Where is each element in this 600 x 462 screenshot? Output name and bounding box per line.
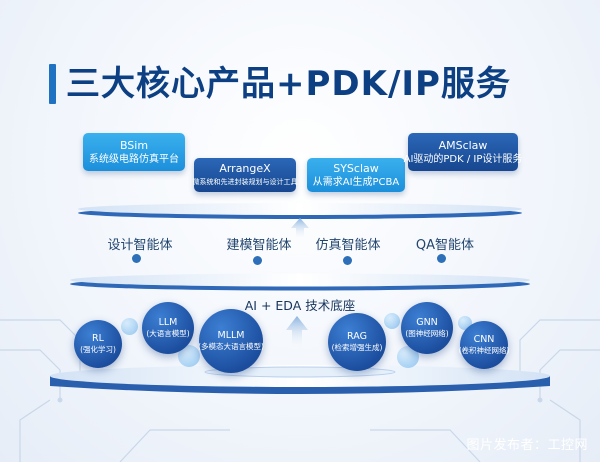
- decor-bubble: [121, 318, 138, 335]
- product-box-amsclaw: AMSclaw AI驱动的PDK / IP设计服务: [404, 133, 522, 171]
- product-box-arrangex: ArrangeX 微系统和先进封装规划与设计工具: [192, 158, 298, 192]
- agent-label-modeling: 建模智能体: [226, 238, 292, 253]
- model-name: RAG: [347, 331, 367, 342]
- product-name: BSim: [119, 138, 149, 152]
- product-desc: 微系统和先进封装规划与设计工具: [192, 177, 298, 186]
- decor-bubble: [384, 313, 400, 329]
- product-name: SYSclaw: [333, 161, 379, 175]
- up-arrow-icon: [291, 218, 309, 240]
- agent-dot: [132, 254, 141, 263]
- model-desc: (大语言模型): [146, 329, 190, 338]
- product-name: AMSclaw: [438, 138, 488, 152]
- model-circle-mllm: MLLM (多模态大语言模型): [198, 309, 264, 373]
- title-accent-bar: [49, 64, 56, 104]
- agent-dot: [253, 256, 262, 265]
- model-name: LLM: [158, 317, 178, 328]
- model-name: RL: [92, 333, 104, 344]
- product-box-sysclaw: SYSclaw 从需求AI生成PCBA: [307, 158, 405, 192]
- up-arrow-icon: [286, 316, 308, 350]
- model-circle-rl: RL (强化学习): [74, 320, 122, 368]
- decor-bubble: [178, 345, 200, 367]
- product-desc: 系统级电路仿真平台: [89, 153, 179, 165]
- model-desc: (卷积神经网络): [458, 346, 510, 355]
- product-desc: AI驱动的PDK / IP设计服务: [403, 153, 523, 165]
- model-name: CNN: [473, 334, 495, 345]
- product-name: ArrangeX: [219, 161, 271, 175]
- agent-platform: [70, 273, 530, 291]
- model-circle-cnn: CNN (卷积神经网络): [458, 321, 510, 369]
- agent-label-qa: QA智能体: [415, 238, 475, 253]
- agent-label-design: 设计智能体: [107, 238, 173, 253]
- model-name: GNN: [416, 317, 438, 328]
- agent-label-simulation: 仿真智能体: [315, 238, 381, 253]
- product-box-bsim: BSim 系统级电路仿真平台: [83, 133, 185, 171]
- watermark: 图片发布者：工控网: [466, 438, 588, 453]
- base-title: AI + EDA 技术底座: [244, 298, 356, 313]
- agent-dot: [437, 254, 446, 263]
- model-name: MLLM: [217, 330, 245, 341]
- decor-bubble: [397, 346, 419, 368]
- page-title: 三大核心产品+PDK/IP服务: [66, 64, 511, 104]
- model-circle-gnn: GNN (图神经网络): [401, 302, 453, 354]
- model-circle-rag: RAG (检索增强生成): [328, 313, 386, 371]
- model-desc: (检索增强生成): [331, 343, 383, 352]
- model-desc: (图神经网络): [405, 329, 449, 338]
- product-platform: [78, 203, 522, 219]
- base-platform: [50, 365, 550, 394]
- agent-dot: [343, 256, 352, 265]
- model-desc: (多模态大语言模型): [198, 342, 264, 351]
- product-desc: 从需求AI生成PCBA: [312, 176, 400, 188]
- model-desc: (强化学习): [80, 345, 116, 354]
- model-circle-llm: LLM (大语言模型): [142, 302, 194, 354]
